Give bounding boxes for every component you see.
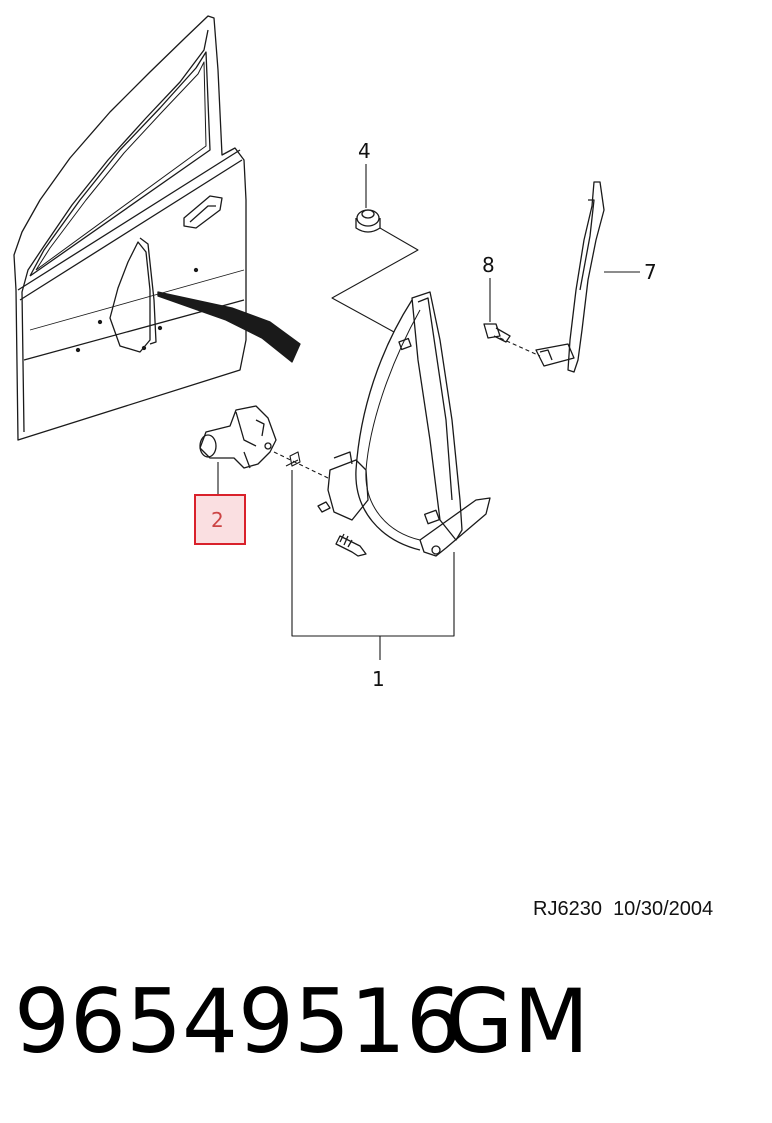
part-number: 96549516	[14, 970, 462, 1073]
callout-1: 1	[372, 667, 385, 691]
window-motor-part	[199, 405, 277, 469]
callout-2: 2	[211, 508, 224, 532]
callout-8: 8	[482, 253, 495, 277]
window-regulator-assembly	[317, 291, 491, 557]
highlighted-callout: 2	[211, 508, 224, 532]
highlighted-callout-box[interactable]	[194, 494, 246, 545]
reference-date: 10/30/2004	[613, 898, 714, 920]
leader-lines	[217, 164, 640, 660]
glass-run-channel	[535, 181, 605, 373]
reference-line: RJ6230 10/30/2004	[533, 898, 713, 921]
callout-4: 4	[358, 139, 371, 163]
reference-code: RJ6230	[533, 898, 602, 920]
brand-label: GM	[445, 970, 590, 1073]
grommet-part	[355, 209, 381, 233]
bolt-part	[483, 323, 511, 343]
door-panel	[13, 15, 301, 441]
callout-7: 7	[644, 260, 657, 284]
